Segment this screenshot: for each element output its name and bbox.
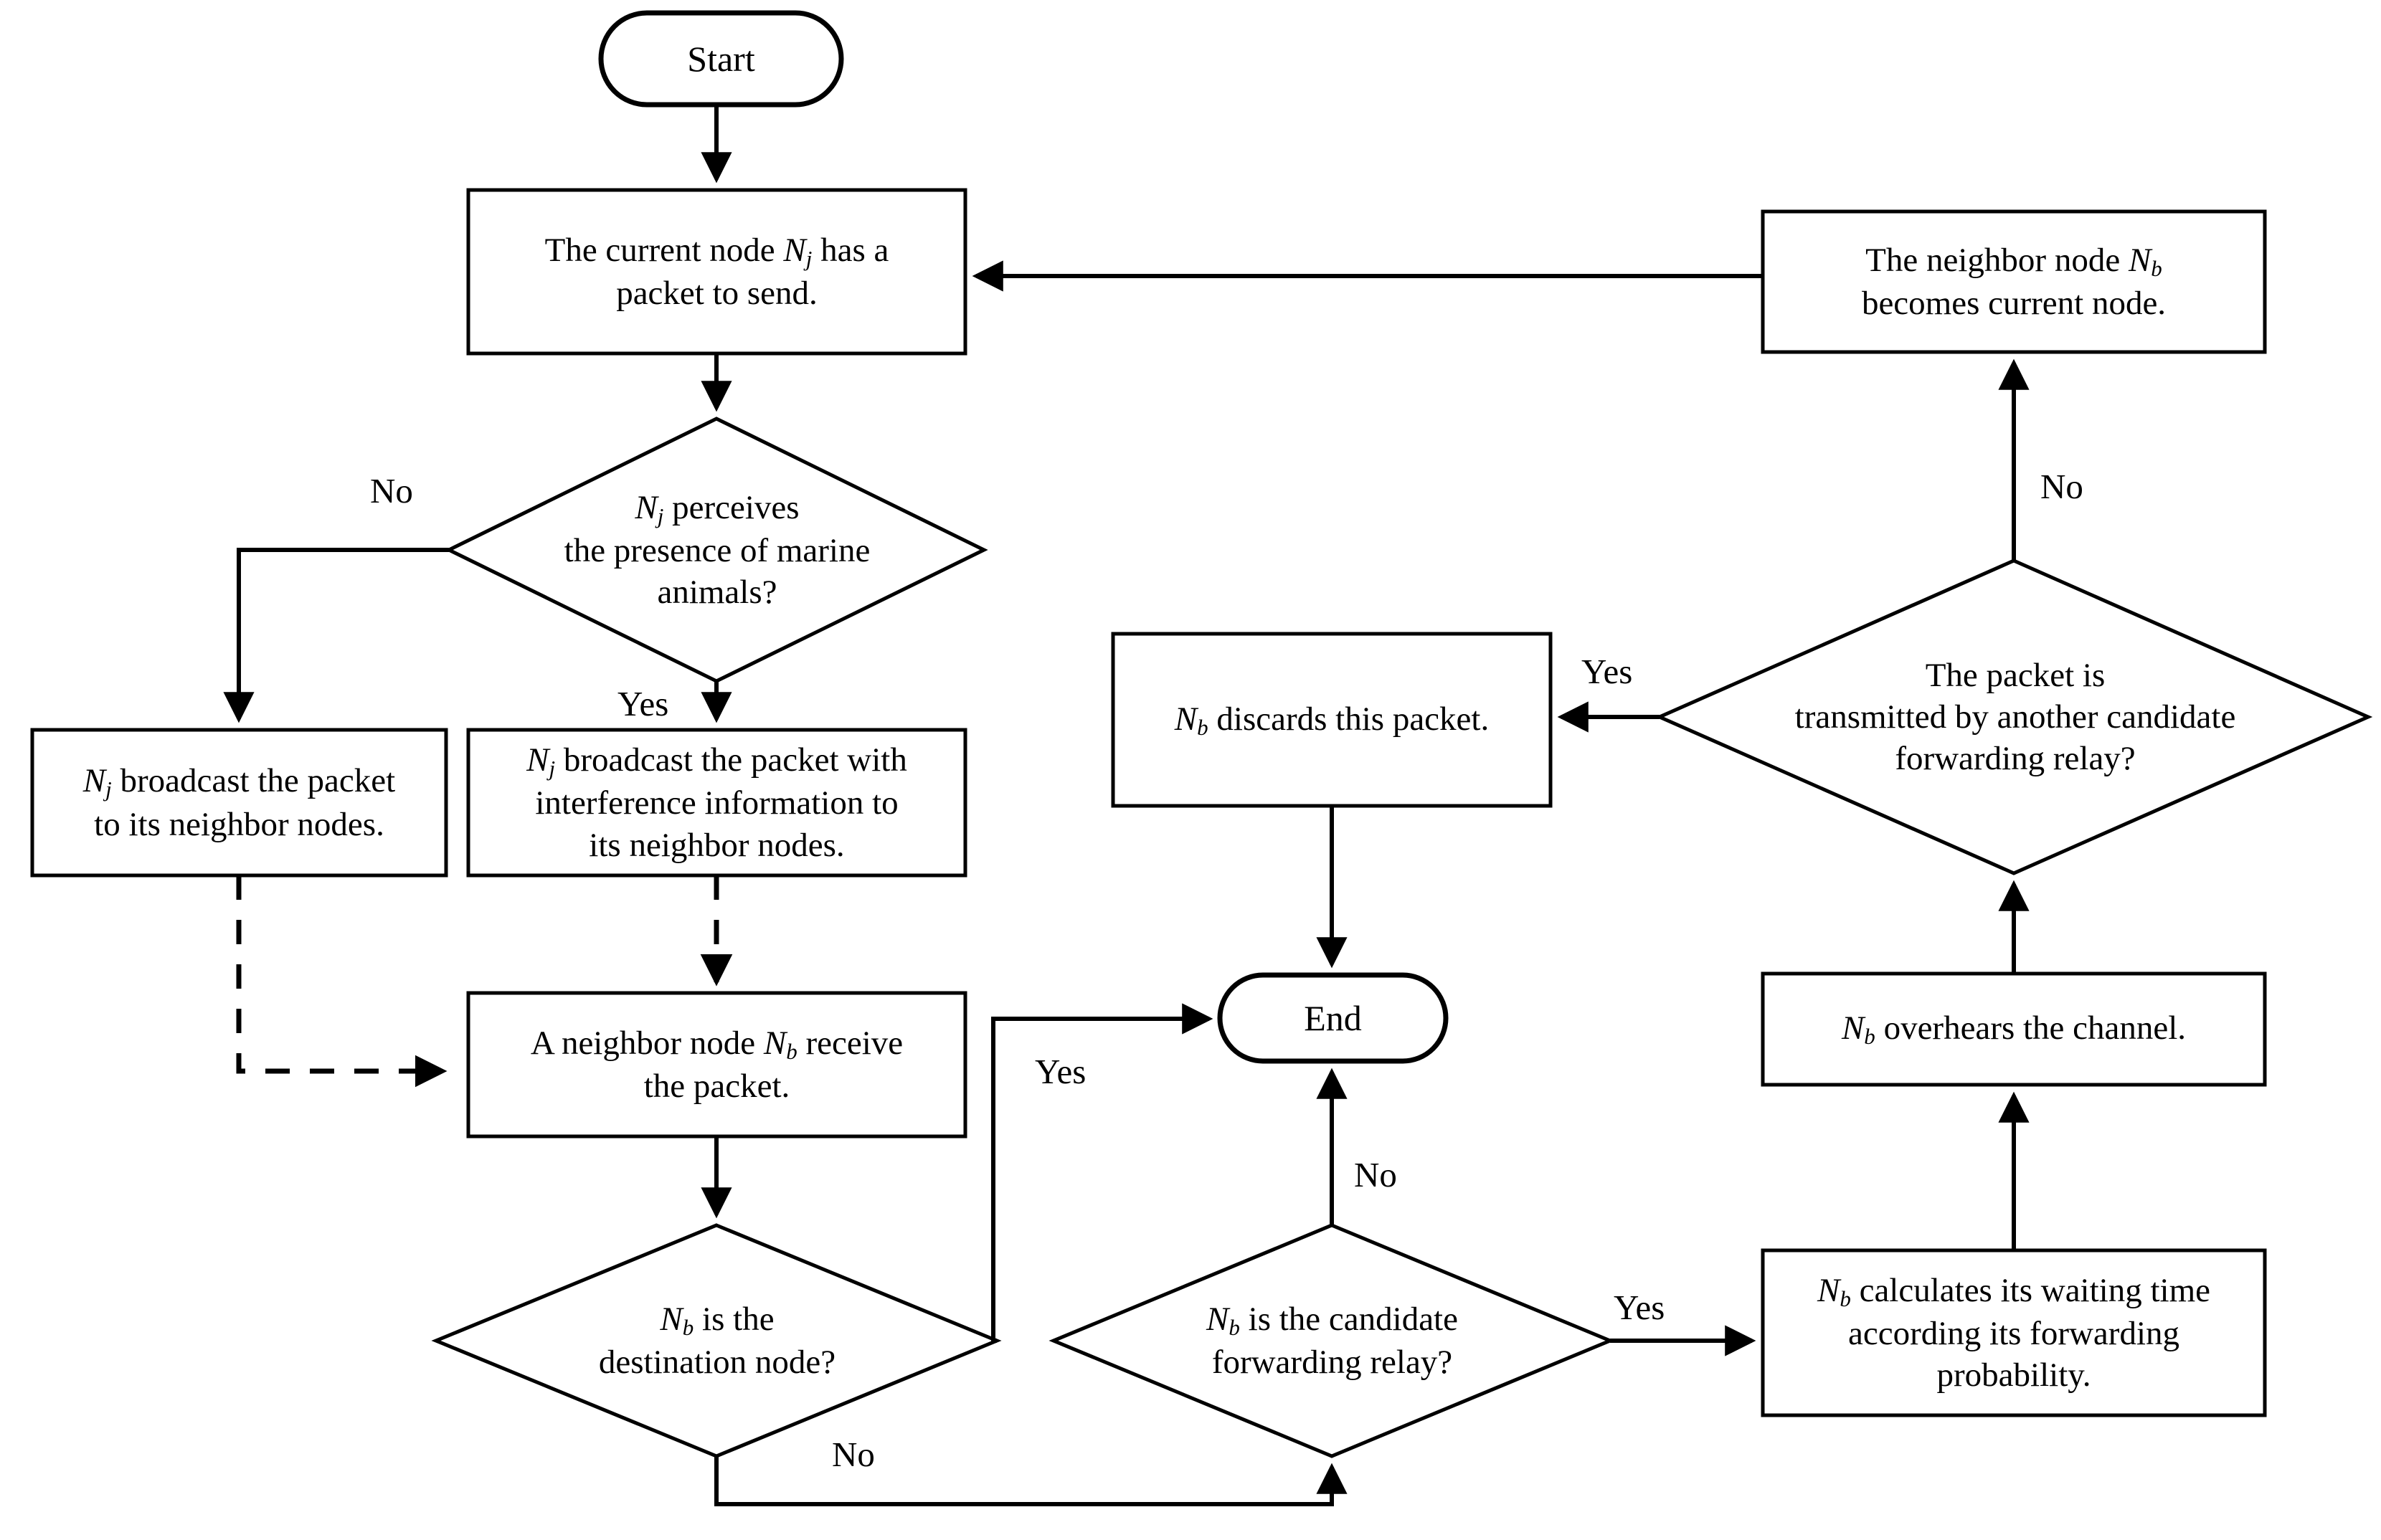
is-candidate-var: N (1206, 1300, 1229, 1338)
broadcast-plain-line2: to its neighbor nodes. (94, 805, 384, 843)
current-node-line2: packet to send. (616, 275, 818, 312)
discards-line1b: discards this packet. (1208, 700, 1490, 738)
is-destination-sub: b (682, 1314, 694, 1340)
broadcast-plain-line1b: broadcast the packet (111, 762, 396, 800)
node-end-shape (1217, 972, 1449, 1064)
is-candidate-line2: forwarding relay? (1211, 1344, 1453, 1381)
edge-label-candidate-no: No (1354, 1155, 1397, 1194)
discards-sub: b (1197, 714, 1208, 740)
node-discards-shape (1111, 632, 1553, 808)
packet-transmitted-line3: forwarding relay? (1895, 740, 2136, 778)
current-node-line1: The current node (544, 231, 784, 269)
calculates-line1b: calculates its waiting time (1850, 1271, 2211, 1309)
node-is-candidate-shape (1049, 1223, 1615, 1458)
overhears-line1b: overhears the channel. (1875, 1009, 2187, 1047)
becomes-current-var: N (2128, 241, 2152, 279)
node-becomes-current-label: The neighbor node Nb becomes current node… (1763, 211, 2265, 352)
perceives-line1b: perceives (663, 488, 800, 526)
perceives-var: N (635, 488, 658, 526)
discards-var: N (1174, 700, 1198, 738)
node-end-label: End (1304, 998, 1362, 1038)
neighbor-receive-line1b: receive (797, 1024, 904, 1062)
calculates-line2: according its forwarding (1847, 1314, 2179, 1352)
packet-transmitted-line1: The packet is (1925, 656, 2106, 694)
node-becomes-current-shape (1761, 209, 2267, 354)
node-broadcast-interference-label: Nj broadcast the packet with interference… (468, 730, 965, 875)
broadcast-interference-line1b: broadcast the packet with (555, 741, 907, 779)
edge-destination-no-to-is-candidate (714, 1456, 1348, 1506)
edge-label-destination-yes: Yes (1035, 1052, 1087, 1091)
edge-destination-yes-to-end (991, 1003, 1213, 1343)
node-current-node-shape (466, 188, 967, 356)
neighbor-receive-sub: b (786, 1038, 797, 1064)
node-broadcast-plain-shape (30, 728, 448, 878)
node-calculates-waiting-shape (1761, 1248, 2267, 1417)
edge-label-perceives-no: No (370, 471, 413, 510)
node-overhears-label: Nb overhears the channel. (1763, 974, 2265, 1085)
current-node-line1b: has a (812, 231, 889, 269)
node-calculates-waiting-label: Nb calculates its waiting time according … (1763, 1250, 2265, 1415)
overhears-sub: b (1864, 1024, 1875, 1050)
node-discards-label: Nb discards this packet. (1113, 634, 1551, 806)
becomes-current-sub: b (2151, 255, 2162, 281)
edge-label-transmitted-yes: Yes (1581, 652, 1633, 691)
becomes-current-line2: becomes current node. (1861, 285, 2167, 322)
edge-label-perceives-yes: Yes (617, 684, 669, 723)
node-is-destination-label: Nb is the destination node? (524, 1273, 911, 1409)
node-start-shape (598, 10, 844, 108)
node-broadcast-plain-label: Nj broadcast the packet to its neighbor n… (32, 730, 446, 875)
neighbor-receive-line2: the packet. (643, 1068, 790, 1105)
node-overhears-shape (1761, 971, 2267, 1087)
broadcast-interference-line3: its neighbor nodes. (589, 826, 845, 864)
packet-transmitted-line2: transmitted by another candidate (1794, 698, 2236, 736)
current-node-sub: j (805, 245, 813, 271)
neighbor-receive-var: N (763, 1024, 787, 1062)
node-packet-transmitted-shape (1655, 559, 2373, 875)
broadcast-interference-line2: interference information to (535, 784, 899, 822)
perceives-line2: the presence of marine (564, 531, 871, 569)
node-broadcast-interference-shape (466, 728, 967, 878)
node-is-candidate-label: Nb is the candidate forwarding relay? (1126, 1273, 1538, 1409)
perceives-line3: animals? (657, 574, 777, 612)
calculates-sub: b (1840, 1285, 1851, 1311)
node-packet-transmitted-label: The packet is transmitted by another cand… (1728, 620, 2302, 814)
current-node-var: N (783, 231, 806, 269)
is-destination-var: N (660, 1300, 683, 1338)
node-perceives-label: Nj perceives the presence of marine animal… (502, 445, 932, 655)
becomes-current-line1: The neighbor node (1865, 241, 2129, 279)
broadcast-interference-var: N (526, 741, 549, 779)
calculates-var: N (1817, 1271, 1840, 1309)
broadcast-plain-sub: j (105, 776, 112, 802)
is-candidate-line1b: is the candidate (1239, 1300, 1458, 1338)
neighbor-receive-line1: A neighbor node (530, 1024, 764, 1062)
edge-label-transmitted-no: No (2040, 467, 2083, 506)
edge-label-candidate-yes: Yes (1614, 1288, 1665, 1327)
calculates-line3: probability. (1936, 1356, 2091, 1394)
edge-broadcast-plain-dashed-to-neighbor-receive (236, 875, 448, 1088)
overhears-var: N (1841, 1009, 1865, 1047)
broadcast-plain-var: N (82, 762, 106, 800)
perceives-sub: j (657, 503, 664, 528)
is-destination-line2: destination node? (598, 1344, 836, 1381)
node-current-node-label: The current node Nj has a packet to send. (468, 190, 965, 353)
broadcast-interference-sub: j (549, 755, 556, 781)
edge-perceives-no-to-broadcast-plain (223, 548, 449, 723)
is-candidate-sub: b (1229, 1314, 1240, 1340)
edge-label-destination-no: No (832, 1435, 875, 1474)
node-start-label: Start (687, 39, 755, 79)
is-destination-line1b: is the (694, 1300, 775, 1338)
